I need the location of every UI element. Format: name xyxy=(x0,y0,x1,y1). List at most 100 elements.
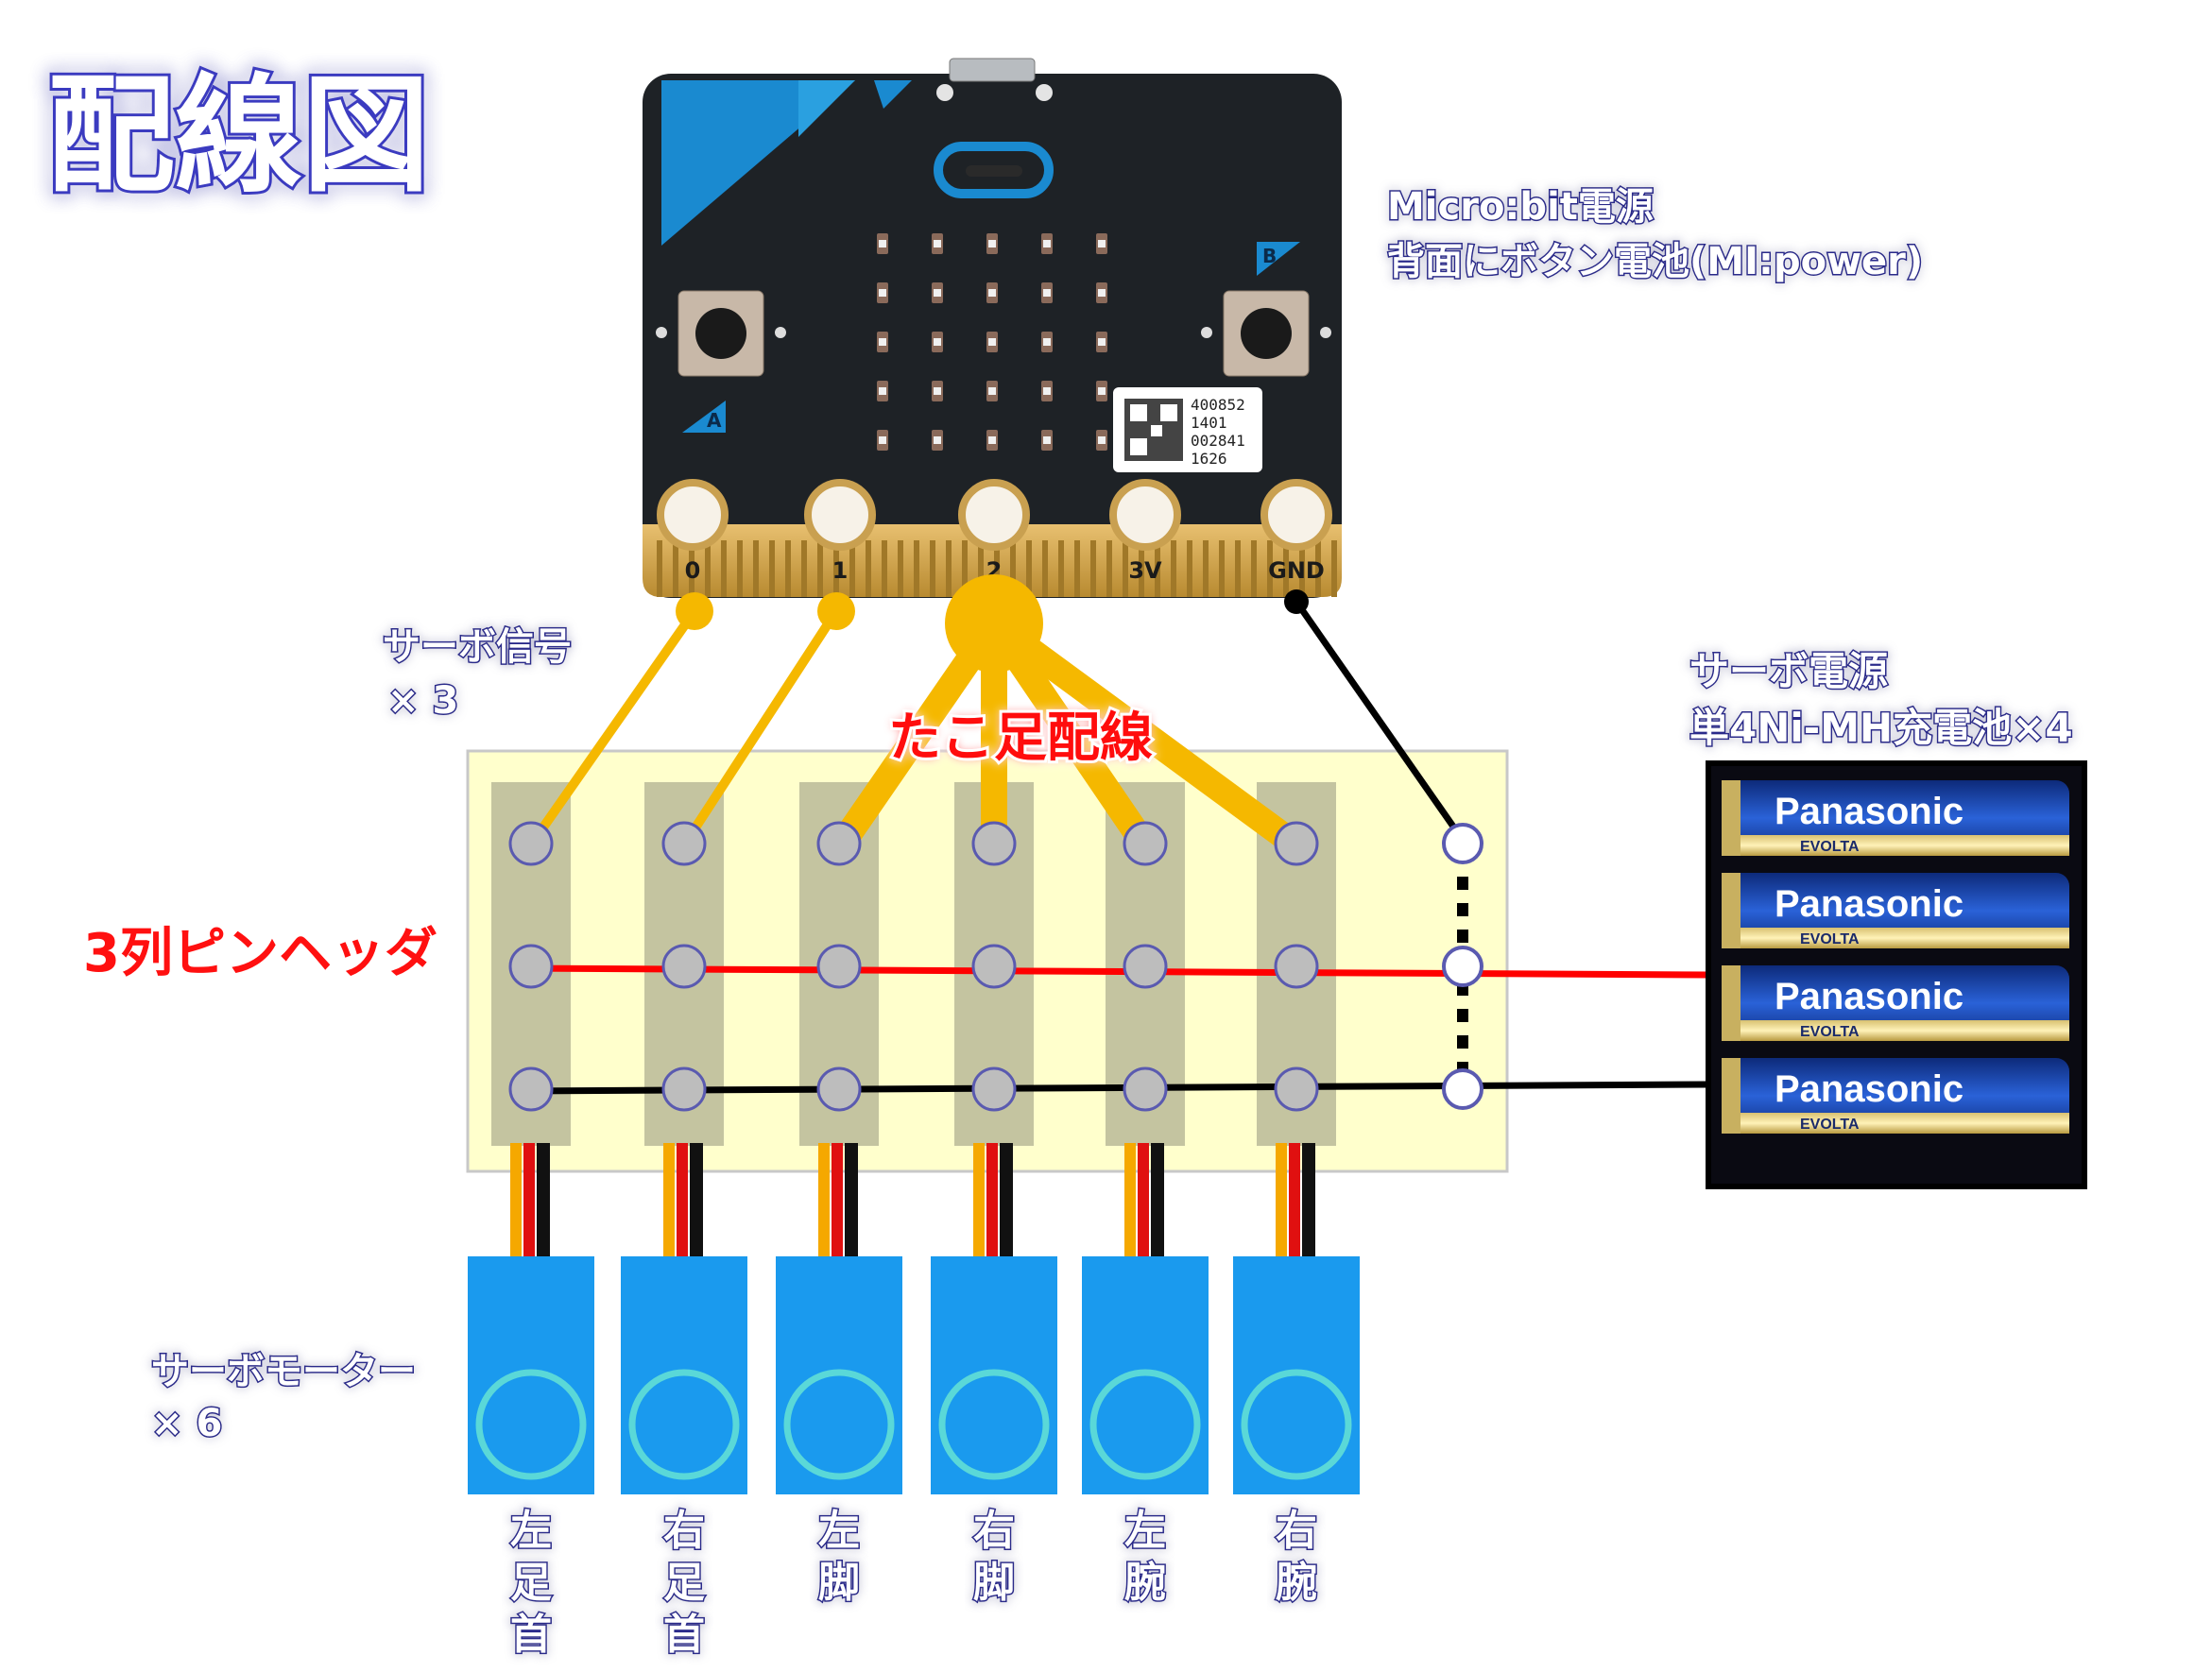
servo-motor-label: サーボモーター × 6 xyxy=(150,1349,418,1447)
edge-finger xyxy=(1010,540,1016,597)
pin-label: 0 xyxy=(685,557,701,584)
servo-wire-power xyxy=(986,1143,998,1256)
qr-code-2: 1401 xyxy=(1191,414,1227,432)
header-pin-gnd xyxy=(1442,1068,1483,1110)
servo-wire-ground xyxy=(845,1143,858,1256)
edge-finger xyxy=(1171,540,1176,597)
header-pins xyxy=(508,821,1483,1112)
servo-horn-icon xyxy=(628,1369,740,1480)
edge-finger xyxy=(978,540,984,597)
microbit-blue-stripe xyxy=(874,80,912,109)
edge-finger xyxy=(1074,540,1080,597)
header-pin xyxy=(1274,821,1319,866)
header-pin xyxy=(661,821,707,866)
microbit-power-label: Micro:bit電源 背面にボタン電池(MI:power) xyxy=(1386,184,1925,285)
led-lens xyxy=(879,387,886,395)
servo-label-char: 右 xyxy=(1276,1507,1317,1555)
edge-finger xyxy=(1026,540,1032,597)
header-pin xyxy=(971,1066,1017,1112)
microbit-power-line1: Micro:bit電源 xyxy=(1387,185,1654,229)
servo-power-label: サーボ電源 単4Ni-MH充電池×4 xyxy=(1689,647,2075,753)
led-lens xyxy=(934,338,941,346)
edge-finger xyxy=(769,540,775,597)
servo-wire-ground xyxy=(537,1143,550,1256)
edge-finger xyxy=(882,540,887,597)
microbit-power-line2: 背面にボタン電池(MI:power) xyxy=(1387,240,1923,283)
servo-signal-label: サーボ信号 × 3 xyxy=(382,624,574,725)
edge-finger xyxy=(930,540,935,597)
pin-ring xyxy=(1260,479,1332,551)
edge-finger xyxy=(1090,540,1096,597)
header-pin-gnd xyxy=(1442,823,1483,864)
edge-finger xyxy=(657,540,662,597)
servo-signal-line2: × 3 xyxy=(387,679,458,723)
servo-wire-signal xyxy=(663,1143,675,1256)
pin-ring xyxy=(657,479,729,551)
edge-finger xyxy=(1042,540,1048,597)
servo-label-char: 右 xyxy=(663,1507,705,1555)
battery-model: EVOLTA xyxy=(1800,839,1860,855)
servo-label-char: 足 xyxy=(663,1559,705,1607)
header-pin xyxy=(816,821,862,866)
servo-wire-ground xyxy=(690,1143,703,1256)
servo-wire-power xyxy=(832,1143,843,1256)
servo-label-char: 左 xyxy=(510,1507,552,1555)
led-lens xyxy=(1098,387,1106,395)
pin-header-label: 3列ピンヘッダ xyxy=(83,923,437,984)
edge-finger xyxy=(1139,540,1144,597)
button-b: B xyxy=(1201,242,1331,377)
edge-finger xyxy=(673,540,678,597)
servo-label-char: 腕 xyxy=(1276,1559,1317,1607)
edge-finger xyxy=(817,540,823,597)
servo-horn-icon xyxy=(475,1369,587,1480)
edge-finger xyxy=(1106,540,1112,597)
led-lens xyxy=(879,436,886,444)
edge-finger xyxy=(962,540,968,597)
edge-finger xyxy=(1235,540,1241,597)
led-lens xyxy=(879,338,886,346)
pin-ring xyxy=(1109,479,1181,551)
header-pin xyxy=(1274,1066,1319,1112)
servo-motor-line1: サーボモーター xyxy=(151,1350,416,1393)
led-lens xyxy=(934,289,941,297)
header-pin xyxy=(816,944,862,989)
header-pin xyxy=(1123,944,1168,989)
octopus-wiring-label: たこ足配線 xyxy=(888,708,1153,769)
edge-finger xyxy=(914,540,919,597)
servo-label-char: 首 xyxy=(510,1611,552,1659)
servo-label-char: 脚 xyxy=(818,1559,860,1607)
servo-horn-icon xyxy=(938,1369,1050,1480)
battery-model: EVOLTA xyxy=(1800,931,1860,947)
servo-power-line1: サーボ電源 xyxy=(1689,648,1888,694)
led-lens xyxy=(988,436,996,444)
servo-wire-power xyxy=(1289,1143,1300,1256)
qr-code-4: 1626 xyxy=(1191,450,1227,468)
servo-wire-power xyxy=(677,1143,688,1256)
signal-wire-pin1 xyxy=(682,608,841,844)
battery-model: EVOLTA xyxy=(1800,1117,1860,1133)
pin-label: GND xyxy=(1268,557,1325,584)
edge-finger xyxy=(1283,540,1289,597)
servo-label-char: 左 xyxy=(818,1507,860,1555)
button-a-label: A xyxy=(707,409,722,432)
gnd-wire xyxy=(1294,599,1463,839)
servo-motor: 左足首 xyxy=(468,1143,594,1661)
servo-motor: 左腕 xyxy=(1082,1143,1209,1609)
pin-label: 1 xyxy=(832,557,849,584)
header-pin xyxy=(508,944,554,989)
header-pin-gnd xyxy=(1442,946,1483,987)
servo-motor: 右脚 xyxy=(931,1143,1057,1609)
servo-label-char: 脚 xyxy=(973,1559,1015,1607)
pin2-solder-blob xyxy=(945,574,1043,673)
battery-pack: PanasonicEVOLTAPanasonicEVOLTAPanasonicE… xyxy=(1706,760,2087,1189)
led-matrix xyxy=(877,233,1107,451)
edge-finger xyxy=(849,540,855,597)
led-lens xyxy=(1098,240,1106,247)
header-pin xyxy=(508,821,554,866)
pin-ring xyxy=(804,479,876,551)
led-lens xyxy=(988,387,996,395)
led-lens xyxy=(1043,289,1051,297)
power-rail-wire xyxy=(517,964,1709,979)
